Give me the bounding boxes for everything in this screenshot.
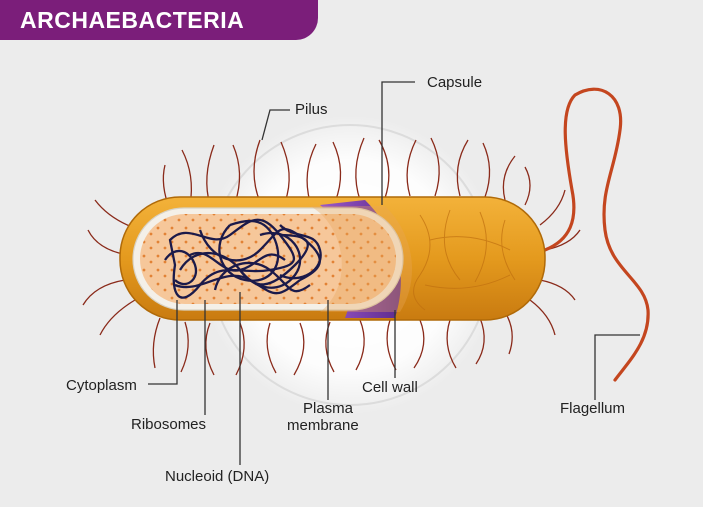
label-nucleoid: Nucleoid (DNA) bbox=[165, 468, 269, 485]
label-plasma-line1: Plasma bbox=[303, 400, 354, 417]
capsule-texture bbox=[413, 209, 516, 311]
flagellum bbox=[543, 87, 650, 382]
label-cell-wall: Cell wall bbox=[362, 379, 418, 396]
capsule-leader bbox=[381, 81, 415, 205]
cytoplasm-leader bbox=[148, 300, 178, 385]
diagram-title: ARCHAEBACTERIA bbox=[20, 7, 245, 33]
cut-face bbox=[310, 206, 412, 312]
pilus-leader bbox=[261, 109, 290, 141]
label-flagellum: Flagellum bbox=[560, 400, 625, 417]
title-banner: ARCHAEBACTERIA bbox=[0, 0, 318, 40]
label-pilus: Pilus bbox=[295, 101, 328, 118]
label-ribosomes: Ribosomes bbox=[131, 416, 206, 433]
label-cytoplasm: Cytoplasm bbox=[66, 377, 137, 394]
label-capsule: Capsule bbox=[427, 74, 482, 91]
leader-lines bbox=[148, 81, 640, 465]
nucleoid-dna bbox=[164, 218, 322, 299]
flagellum-leader bbox=[594, 334, 640, 400]
label-plasma-line2: membrane bbox=[287, 417, 359, 434]
